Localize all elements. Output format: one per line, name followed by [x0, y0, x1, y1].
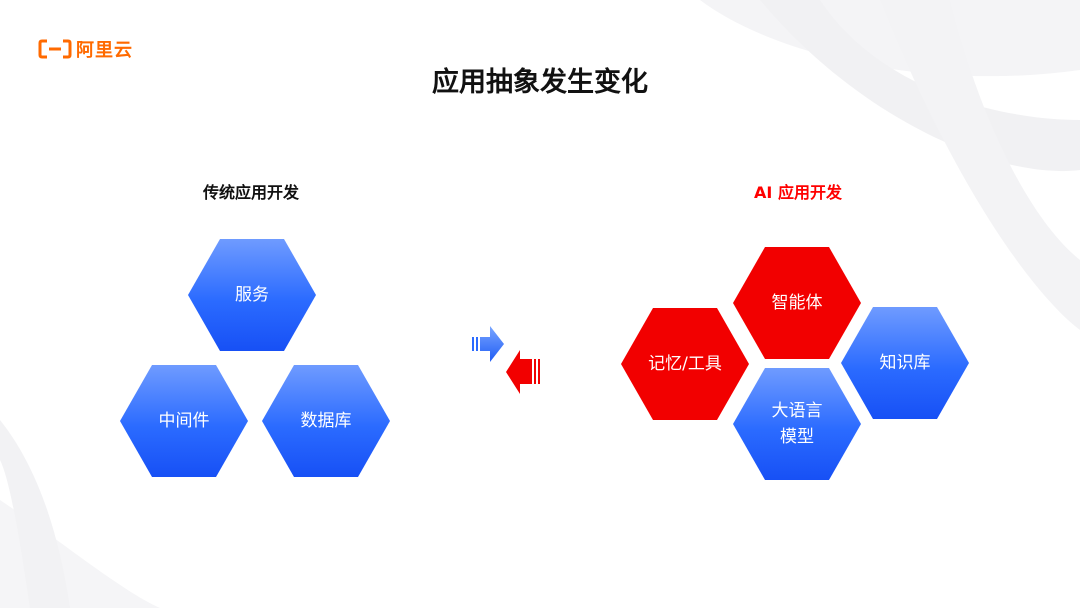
brand-logo: 阿里云: [38, 36, 133, 62]
hex-agent-label: 智能体: [771, 293, 823, 313]
hex-database: 数据库: [262, 365, 390, 477]
ai-dev-label: AI 应用开发: [754, 183, 842, 202]
hex-middleware-label: 中间件: [158, 411, 210, 431]
hex-database-label: 数据库: [300, 411, 352, 431]
hex-service-label: 服务: [235, 285, 269, 305]
page-title: 应用抽象发生变化: [432, 67, 648, 98]
hex-llm-label-line1: 大语言: [771, 401, 823, 421]
hex-memory-tools-label: 记忆/工具: [648, 354, 722, 374]
brand-name: 阿里云: [76, 40, 133, 61]
alibaba-cloud-logo-icon: [38, 39, 72, 59]
hex-llm-label-line2: 模型: [780, 427, 814, 447]
exchange-arrows-icon: [472, 326, 540, 394]
traditional-dev-label: 传统应用开发: [202, 183, 299, 202]
hex-knowledge-base-label: 知识库: [879, 353, 931, 373]
